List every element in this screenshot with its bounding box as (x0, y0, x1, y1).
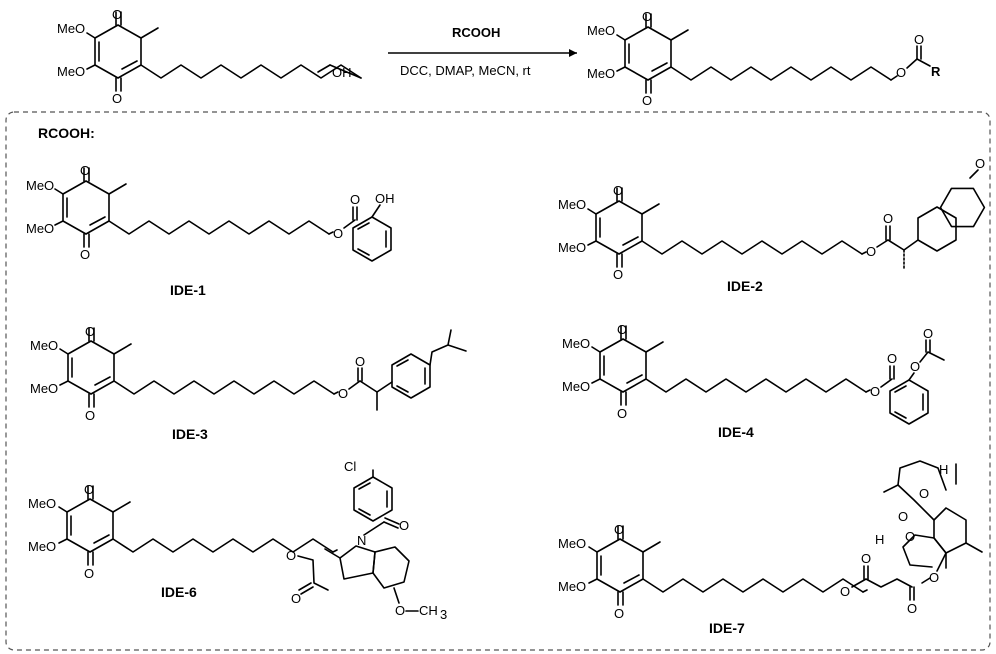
meo-label-2: MeO (558, 579, 586, 594)
reagent-label: RCOOH (452, 25, 500, 40)
oh-label: OH (375, 191, 395, 206)
methoxy-o: O (395, 603, 405, 618)
meo-label-2: MeO (562, 379, 590, 394)
meo-label-1: MeO (30, 338, 58, 353)
starting-material: OH O O MeO MeO (57, 7, 362, 106)
meo-label-1: MeO (26, 178, 54, 193)
conditions-label: DCC, DMAP, MeCN, rt (400, 63, 531, 78)
succinate-o-1: O (861, 551, 871, 566)
meo-label-1: MeO (57, 21, 85, 36)
label-ide3: IDE-3 (172, 426, 208, 442)
r-group-label: R (931, 64, 941, 79)
meo-label-1: MeO (558, 197, 586, 212)
carbonyl-o-bottom: O (85, 408, 95, 423)
compound-ide1: O O MeO MeO O O OH IDE-1 (26, 163, 395, 298)
meo-label-2: MeO (26, 221, 54, 236)
rcooh-dashed-box (5, 111, 991, 651)
meo-label-2: MeO (587, 66, 615, 81)
carbonyl-o-top: O (617, 322, 627, 337)
meo-label-2: MeO (57, 64, 85, 79)
h-label-1: H (875, 532, 884, 547)
carbonyl-o-bottom: O (613, 267, 623, 282)
ester-o-label: O (896, 65, 906, 80)
carbonyl-o: O (883, 211, 893, 226)
arrowhead-icon (569, 49, 577, 57)
ester-o: O (338, 386, 348, 401)
compound-ide7: O O MeO MeO O O O O O O O H H IDE-7 (558, 460, 983, 636)
carbonyl-o-bottom: O (642, 93, 652, 108)
ester-o: O (870, 384, 880, 399)
carbonyl-o-label: O (914, 32, 924, 47)
carbonyl-o-top: O (642, 9, 652, 24)
benzoyl-o: O (399, 518, 409, 533)
indole-n: N (357, 533, 366, 548)
meo-label-1: MeO (562, 336, 590, 351)
naphthyl-o: O (975, 156, 985, 171)
carbonyl-o-top: O (85, 324, 95, 339)
carbonyl-o: O (887, 351, 897, 366)
carbonyl-o: O (355, 354, 365, 369)
oh-label: OH (332, 65, 352, 80)
methoxy-ch3: CH (419, 603, 438, 618)
ester-o: O (286, 548, 296, 563)
chloro-label: Cl (344, 459, 356, 474)
meo-label-2: MeO (558, 240, 586, 255)
carbonyl-o-bottom: O (112, 91, 122, 106)
meo-label-2: MeO (30, 381, 58, 396)
acetyl-carbonyl-o: O (923, 326, 933, 341)
carbonyl-o: O (350, 192, 360, 207)
carbonyl-o-top: O (614, 522, 624, 537)
meo-label-1: MeO (28, 496, 56, 511)
reaction-arrow-group: RCOOH DCC, DMAP, MeCN, rt (388, 25, 577, 78)
ring-o: O (905, 529, 915, 544)
carbonyl-o-top: O (613, 183, 623, 198)
meo-label-1: MeO (558, 536, 586, 551)
label-ide7: IDE-7 (709, 620, 745, 636)
label-ide1: IDE-1 (170, 282, 206, 298)
label-ide4: IDE-4 (718, 424, 754, 440)
carbonyl-o-top: O (80, 163, 90, 178)
meo-label-1: MeO (587, 23, 615, 38)
carbonyl-o-bottom: O (80, 247, 90, 262)
carbonyl-o-top: O (84, 482, 94, 497)
compound-ide2: O O MeO MeO O O O IDE-2 (558, 156, 986, 294)
h-label-2: H (939, 462, 948, 477)
compound-ide3: O O MeO MeO O O IDE-3 (30, 324, 467, 442)
compound-ide4: O O MeO MeO O O O O IDE-4 (562, 322, 945, 440)
meo-label-2: MeO (28, 539, 56, 554)
carbonyl-o-bottom: O (84, 566, 94, 581)
succinate-o-2: O (907, 601, 917, 616)
acid-carbonyl-o: O (291, 591, 301, 606)
carbonyl-o-top: O (112, 7, 122, 22)
ester-o: O (840, 584, 850, 599)
carbonyl-o-bottom: O (617, 406, 627, 421)
label-ide6: IDE-6 (161, 584, 197, 600)
acetal-o: O (929, 570, 939, 585)
rcooh-header: RCOOH: (38, 125, 95, 141)
acetyl-o: O (910, 359, 920, 374)
carbonyl-o-bottom: O (614, 606, 624, 621)
compound-ide6: O O MeO MeO O O N O CH 3 O Cl IDE-6 (28, 459, 447, 622)
ester-o: O (333, 226, 343, 241)
product: O O R O O MeO MeO (587, 9, 941, 108)
methoxy-ch3-subscript: 3 (440, 607, 447, 622)
label-ide2: IDE-2 (727, 278, 763, 294)
peroxide-o-1: O (919, 486, 929, 501)
peroxide-o-2: O (898, 509, 908, 524)
ester-o: O (866, 244, 876, 259)
